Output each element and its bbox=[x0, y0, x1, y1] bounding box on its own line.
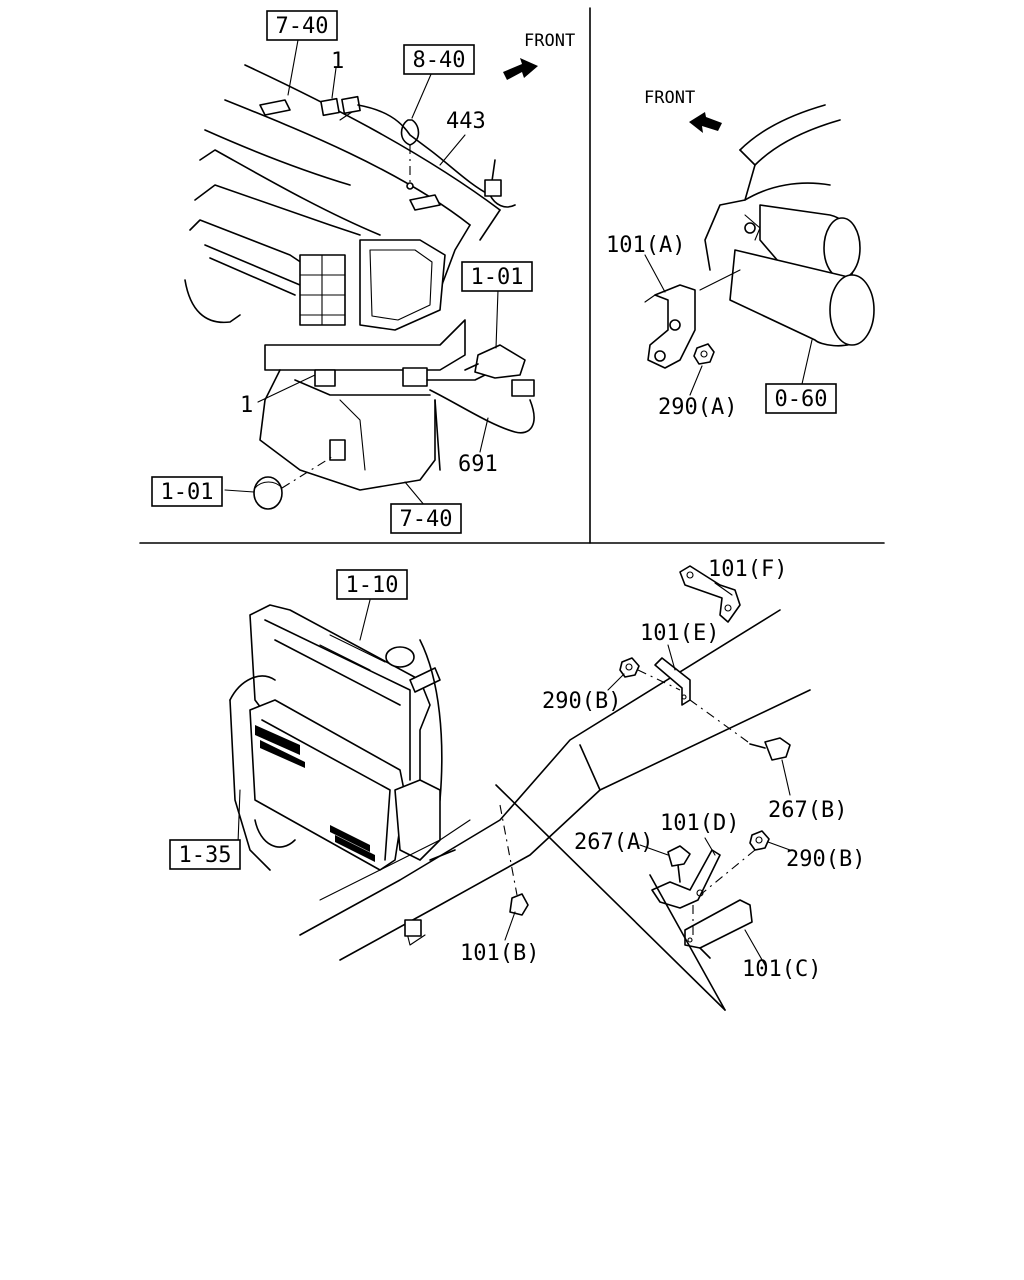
svg-text:1-35: 1-35 bbox=[179, 843, 232, 868]
ref-box-sensor: 1-01 bbox=[461, 261, 533, 292]
leader-lines-bottom bbox=[237, 582, 791, 966]
bracket-101f-part bbox=[679, 565, 741, 623]
part-label-290a: 290(A) bbox=[658, 395, 737, 420]
part-label-443: 443 bbox=[446, 109, 486, 134]
svg-text:1-01: 1-01 bbox=[161, 480, 214, 505]
part-label-691: 691 bbox=[458, 452, 498, 477]
radiator-assembly bbox=[229, 604, 456, 871]
part-label-101b: 101(B) bbox=[460, 941, 539, 966]
bracket-101e-part bbox=[654, 657, 691, 706]
starter-motor-assembly bbox=[699, 104, 875, 347]
nut-290b-lower-part bbox=[699, 830, 770, 896]
ref-box-grommet: 1-01 bbox=[151, 476, 223, 507]
sensor-switch-icon bbox=[474, 344, 526, 379]
svg-text:0-60: 0-60 bbox=[775, 387, 828, 412]
connector-plug-icon bbox=[402, 367, 428, 387]
harness-691 bbox=[314, 344, 535, 434]
front-direction-label: FRONT bbox=[644, 88, 695, 108]
panel-dividers bbox=[139, 7, 885, 544]
front-arrow-icon bbox=[503, 58, 538, 80]
part-label-101f: 101(F) bbox=[708, 557, 787, 582]
leader-lines-top-right bbox=[644, 254, 813, 396]
bracket-101c-part bbox=[684, 899, 753, 959]
connector-plug-icon bbox=[320, 97, 340, 117]
svg-text:1-10: 1-10 bbox=[346, 573, 399, 598]
nut-290a-part bbox=[693, 343, 715, 365]
bolt-267b-part bbox=[689, 699, 791, 761]
leader-lines-top-left bbox=[224, 39, 499, 507]
svg-text:7-40: 7-40 bbox=[400, 507, 453, 532]
svg-text:8-40: 8-40 bbox=[413, 48, 466, 73]
cab-dashboard-assembly bbox=[184, 64, 501, 491]
clip-101b-part bbox=[499, 804, 529, 916]
part-label-290b: 290(B) bbox=[542, 689, 621, 714]
bolt-267a-part bbox=[667, 845, 691, 883]
ref-box-radiator: 1-10 bbox=[336, 569, 408, 600]
part-label-connector: 1 bbox=[240, 393, 253, 418]
connector-plug-icon bbox=[341, 95, 361, 115]
front-direction-label: FRONT bbox=[524, 31, 575, 51]
part-label-101d: 101(D) bbox=[660, 811, 739, 836]
part-label-267b: 267(B) bbox=[768, 798, 847, 823]
chassis-frame bbox=[299, 609, 811, 961]
part-label-101e: 101(E) bbox=[640, 621, 719, 646]
connector-plug-icon bbox=[511, 379, 535, 397]
svg-text:7-40: 7-40 bbox=[276, 14, 329, 39]
nut-290b-upper-part bbox=[619, 657, 681, 691]
connector-plug-icon bbox=[314, 369, 336, 387]
lamp-bulb-icon bbox=[400, 119, 420, 146]
part-label-connector: 1 bbox=[331, 49, 344, 74]
ref-box-intercooler: 1-35 bbox=[169, 839, 241, 870]
bracket-101a-part bbox=[644, 284, 696, 369]
part-label-101a: 101(A) bbox=[606, 233, 685, 258]
ref-box-lamp: 8-40 bbox=[403, 44, 475, 75]
front-arrow-icon bbox=[689, 112, 722, 133]
intercooler-core-icon bbox=[255, 725, 375, 862]
harness-443 bbox=[320, 95, 516, 208]
ref-box-cab-top: 7-40 bbox=[266, 10, 338, 41]
part-label-290b: 290(B) bbox=[786, 847, 865, 872]
ref-box-starter: 0-60 bbox=[765, 383, 837, 414]
part-label-267a: 267(A) bbox=[574, 830, 653, 855]
assembly-indicator-lines bbox=[495, 784, 726, 1011]
ref-box-cab-bottom: 7-40 bbox=[390, 503, 462, 534]
grommet-part bbox=[253, 454, 336, 510]
svg-text:1-01: 1-01 bbox=[471, 265, 524, 290]
part-label-101c: 101(C) bbox=[742, 957, 821, 982]
connector-plug-icon bbox=[484, 179, 502, 197]
